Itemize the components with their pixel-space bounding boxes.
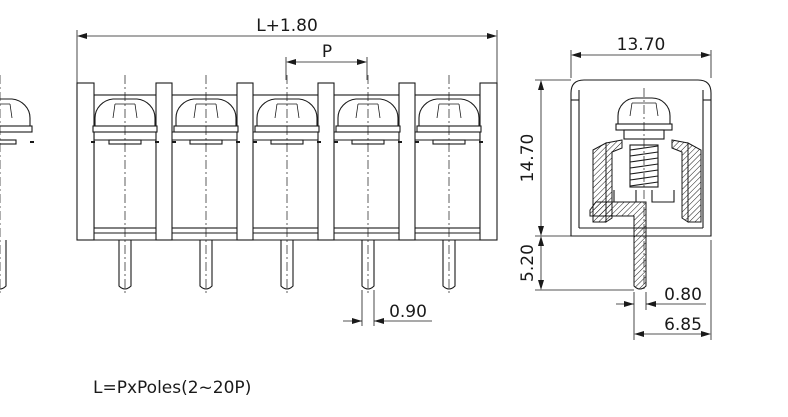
body-width-dimension: 13.70 <box>570 35 712 78</box>
pin-offset-dimension: 6.85 <box>634 240 712 340</box>
pin-width-dimension: 0.80 <box>616 285 706 340</box>
front-view: L+1.80 P <box>0 16 498 326</box>
pin-diameter-label: 0.90 <box>389 302 427 322</box>
barriers <box>76 82 498 241</box>
pin-diameter-dimension: 0.90 <box>343 290 432 326</box>
body-width-label: 13.70 <box>617 35 666 55</box>
pin-width-label: 0.80 <box>664 285 702 305</box>
side-housing <box>570 79 712 237</box>
side-view: 13.70 <box>518 35 712 340</box>
pin-offset-label: 6.85 <box>664 315 702 335</box>
pin-length-dimension: 5.20 <box>518 236 634 291</box>
body-height-dimension: 14.70 <box>518 79 571 237</box>
terminal-pole <box>0 75 34 295</box>
pitch-label: P <box>322 42 332 62</box>
overall-length-dimension: L+1.80 <box>76 16 498 90</box>
overall-length-label: L+1.80 <box>256 16 318 36</box>
poles-note: L=PxPoles(2~20P) <box>93 378 252 398</box>
body-height-label: 14.70 <box>518 134 538 183</box>
pitch-dimension: P <box>285 42 368 80</box>
pin-length-label: 5.20 <box>518 244 538 282</box>
